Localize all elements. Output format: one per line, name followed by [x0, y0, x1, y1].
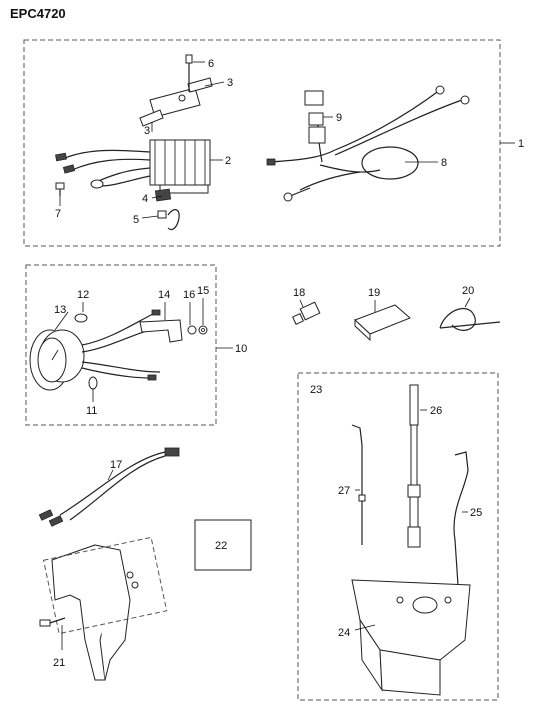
callout-labels: 1 2 3 3 4 5 6 7 8 9 10 11 12 13 14 15 16… [53, 58, 524, 669]
bulb-11 [88, 376, 98, 390]
drive-shaft [407, 384, 421, 548]
callout-24: 24 [338, 627, 350, 639]
bolt [185, 54, 193, 92]
callout-2: 2 [225, 155, 231, 167]
part-22-box [194, 519, 252, 571]
nut [198, 325, 208, 335]
callout-3a: 3 [227, 77, 233, 89]
callout-20: 20 [462, 285, 474, 297]
callout-14: 14 [158, 289, 170, 301]
wire-harness [266, 85, 470, 202]
gear-housing [351, 579, 471, 696]
callout-25: 25 [470, 507, 482, 519]
callout-10: 10 [235, 343, 247, 355]
callout-16: 16 [183, 289, 195, 301]
callout-18: 18 [293, 287, 305, 299]
callout-17: 17 [110, 459, 122, 471]
relay [304, 90, 326, 144]
callout-22: 22 [215, 540, 227, 552]
part-20-clamp [439, 307, 501, 331]
callout-6: 6 [208, 58, 214, 70]
regulator [55, 139, 211, 194]
callout-8: 8 [441, 157, 447, 169]
part-19-pad [354, 304, 411, 342]
shift-rod [351, 424, 366, 545]
pad [154, 188, 172, 202]
callout-27: 27 [338, 485, 350, 497]
group-box-1 [23, 39, 501, 247]
mounting-bracket [139, 77, 213, 127]
part-18-plug [292, 301, 321, 325]
group-box-10 [25, 264, 217, 426]
callout-15: 15 [197, 285, 209, 297]
clip [157, 209, 180, 231]
callout-4: 4 [142, 193, 148, 205]
washer [187, 325, 197, 335]
callout-12: 12 [77, 289, 89, 301]
callout-23: 23 [310, 384, 322, 396]
swivel-bracket [39, 536, 168, 681]
callout-1: 1 [518, 138, 524, 150]
meter-bracket [139, 319, 183, 343]
callout-19: 19 [368, 287, 380, 299]
callout-7: 7 [55, 208, 61, 220]
group-box-23 [297, 372, 499, 701]
callout-5: 5 [133, 214, 139, 226]
water-tube [453, 451, 469, 591]
callout-21: 21 [53, 657, 65, 669]
screw [55, 182, 65, 196]
callout-11: 11 [86, 405, 97, 417]
callout-9: 9 [336, 112, 342, 124]
meter-gauge [29, 309, 161, 391]
extension-harness [38, 447, 180, 527]
bulb-12 [74, 313, 88, 323]
callout-13: 13 [54, 304, 66, 316]
callout-3b: 3 [144, 125, 150, 137]
leader-lines [54, 61, 515, 650]
diagram-title: EPC4720 [10, 6, 66, 21]
callout-26: 26 [430, 405, 442, 417]
